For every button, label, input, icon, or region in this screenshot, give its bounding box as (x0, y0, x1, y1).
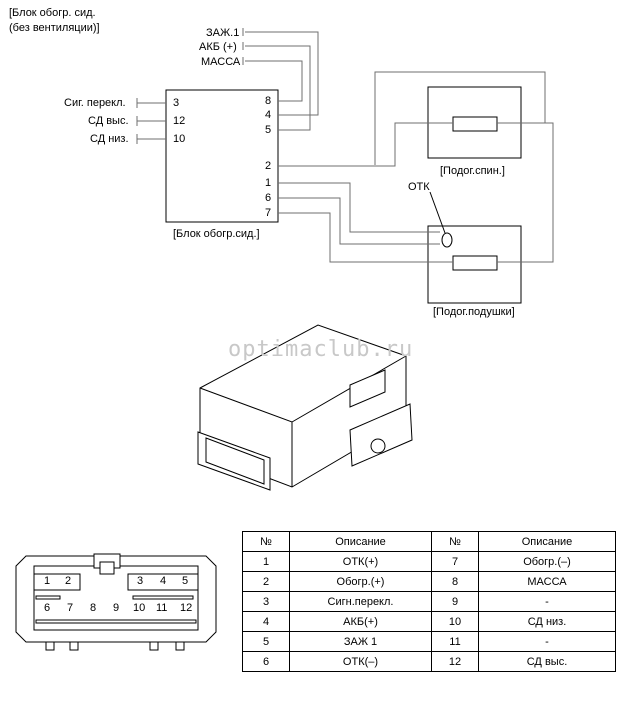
backrest-caption: [Подог.спин.] (440, 165, 505, 177)
watermark: optimaclub.ru (228, 337, 414, 362)
table-cell: - (478, 591, 616, 612)
table-row: 6 ОТК(–) 12 СД выс. (242, 651, 616, 672)
table-cell: Обогр.(+) (289, 571, 432, 592)
table-cell: Сигн.перекл. (289, 591, 432, 612)
table-cell: АКБ(+) (289, 611, 432, 632)
supply-label-battery: АКБ (+) (199, 41, 237, 53)
table-cell: СД выс. (478, 651, 616, 672)
table-cell: 3 (242, 591, 290, 612)
table-row: 4 АКБ(+) 10 СД низ. (242, 611, 616, 632)
module-box (165, 89, 279, 223)
module-illustration (197, 324, 413, 491)
connector-pin-7: 7 (67, 602, 74, 614)
table-cell: ЗАЖ 1 (289, 631, 432, 652)
module-title-line2: (без вентиляции)] (9, 22, 100, 34)
table-cell: 10 (431, 611, 479, 632)
connector-pin-10: 10 (133, 602, 146, 614)
connector-pin-11: 11 (156, 602, 168, 614)
cushion-caption: [Подог.подушки] (433, 306, 515, 318)
pin-label-8: 8 (265, 95, 272, 107)
left-label-led-high: СД выс. (88, 115, 129, 127)
table-row: 3 Сигн.перекл. 9 - (242, 591, 616, 612)
table-cell: 9 (431, 591, 479, 612)
table-cell: 4 (242, 611, 290, 632)
connector-pin-1: 1 (44, 575, 51, 587)
table-cell: 6 (242, 651, 290, 672)
pin-label-10: 10 (173, 133, 186, 145)
supply-label-ground: МАССА (201, 56, 241, 68)
supply-label-ign: ЗАЖ.1 (206, 27, 240, 39)
header-num-1: № (242, 531, 290, 552)
connector-face (15, 553, 217, 651)
table-cell: 12 (431, 651, 479, 672)
connector-pin-2: 2 (65, 575, 72, 587)
table-cell: 8 (431, 571, 479, 592)
table-cell: МАССА (478, 571, 616, 592)
connector-pin-4: 4 (160, 575, 167, 587)
connector-pin-6: 6 (44, 602, 51, 614)
connector-pin-3: 3 (137, 575, 144, 587)
table-cell: 11 (431, 631, 479, 652)
otk-label: ОТК (408, 181, 430, 193)
table-cell: Обогр.(–) (478, 551, 616, 572)
pin-label-1: 1 (265, 177, 272, 189)
cushion-heater-element (452, 255, 498, 271)
table-row: 2 Обогр.(+) 8 МАССА (242, 571, 616, 592)
table-row: 5 ЗАЖ 1 11 - (242, 631, 616, 652)
pin-label-6: 6 (265, 192, 272, 204)
module-caption: [Блок обогр.сид.] (173, 228, 260, 240)
backrest-heater-element (452, 116, 498, 132)
pin-label-7: 7 (265, 207, 272, 219)
left-label-led-low: СД низ. (90, 133, 129, 145)
pin-label-4: 4 (265, 109, 272, 121)
header-num-2: № (431, 531, 479, 552)
header-desc-1: Описание (289, 531, 432, 552)
pin-label-2: 2 (265, 160, 272, 172)
pin-table: № Описание № Описание 1 ОТК(+) 7 Обогр.(… (242, 531, 616, 672)
pin-label-12: 12 (173, 115, 186, 127)
table-cell: - (478, 631, 616, 652)
left-label-switch: Сиг. перекл. (64, 97, 126, 109)
table-row: 1 ОТК(+) 7 Обогр.(–) (242, 551, 616, 572)
table-cell: СД низ. (478, 611, 616, 632)
table-cell: 5 (242, 631, 290, 652)
table-cell: ОТК(+) (289, 551, 432, 572)
table-cell: 7 (431, 551, 479, 572)
connector-pin-12: 12 (180, 602, 193, 614)
table-cell: 1 (242, 551, 290, 572)
module-title-line1: [Блок обогр. сид. (9, 7, 96, 19)
table-cell: ОТК(–) (289, 651, 432, 672)
table-cell: 2 (242, 571, 290, 592)
table-header-row: № Описание № Описание (242, 531, 616, 552)
pin-label-3: 3 (173, 97, 180, 109)
connector-pin-8: 8 (90, 602, 97, 614)
pin-label-5: 5 (265, 124, 272, 136)
cushion-heater-box (427, 225, 522, 304)
connector-pin-9: 9 (113, 602, 120, 614)
header-desc-2: Описание (478, 531, 616, 552)
otk-sensor (441, 232, 453, 248)
connector-pin-5: 5 (182, 575, 189, 587)
